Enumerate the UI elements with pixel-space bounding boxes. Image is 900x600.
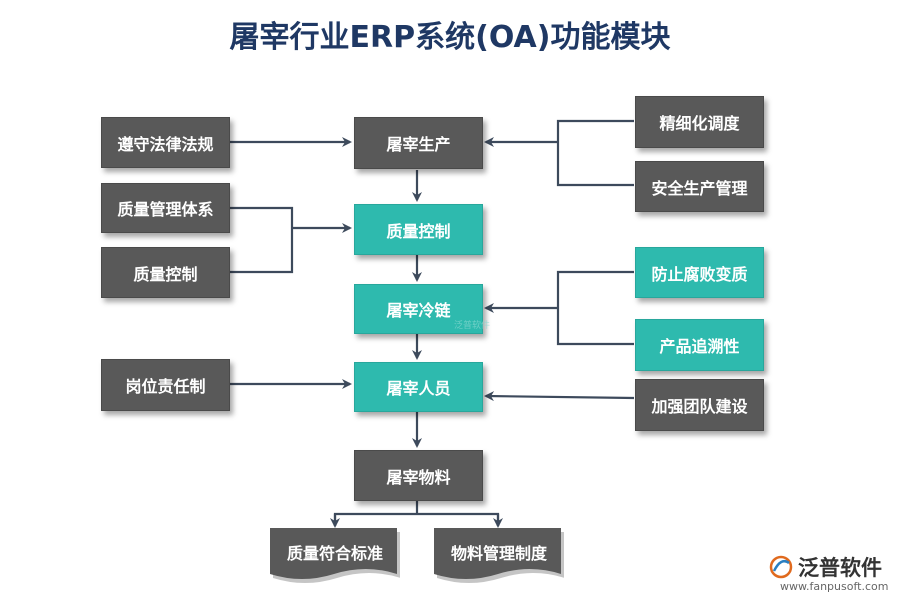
brand-url: www.fanpusoft.com <box>780 580 889 593</box>
node-quality-control: 质量控制 <box>354 204 483 255</box>
line-bottom-split <box>333 512 500 526</box>
arrow-team-to-personnel <box>484 391 635 402</box>
node-fine-dispatch: 精细化调度 <box>635 96 764 148</box>
node-prevent-spoilage: 防止腐败变质 <box>635 247 764 298</box>
doc-label: 物料管理制度 <box>450 544 547 563</box>
document-shape-icon <box>434 528 564 583</box>
document-shape-icon <box>270 528 400 583</box>
fanpu-logo-icon <box>769 555 793 579</box>
doc-quality-standard: 质量符合标准 <box>270 528 400 584</box>
node-slaughter-personnel: 屠宰人员 <box>354 362 483 412</box>
line-right-top-bracket <box>556 119 634 187</box>
brand-name: 泛普软件 <box>798 556 882 580</box>
node-law-compliance: 遵守法律法规 <box>101 117 230 168</box>
node-post-responsibility: 岗位责任制 <box>101 359 230 411</box>
node-left-quality-control: 质量控制 <box>101 247 230 298</box>
doc-label: 质量符合标准 <box>286 544 383 563</box>
watermark-text: 泛普软件 <box>454 321 491 331</box>
node-cold-chain: 屠宰冷链 <box>354 284 483 334</box>
line-right-mid-bracket <box>556 270 634 346</box>
node-traceability: 产品追溯性 <box>635 319 764 371</box>
line-quality-system <box>229 206 294 274</box>
doc-material-system: 物料管理制度 <box>434 528 564 584</box>
node-slaughter-production: 屠宰生产 <box>354 117 483 169</box>
node-team-building: 加强团队建设 <box>635 379 764 431</box>
node-quality-system: 质量管理体系 <box>101 183 230 233</box>
page-title: 屠宰行业ERP系统(OA)功能模块 <box>229 20 671 55</box>
brand-logo: 泛普软件 <box>768 552 882 582</box>
node-safety-management: 安全生产管理 <box>635 161 764 212</box>
node-slaughter-materials: 屠宰物料 <box>354 450 483 501</box>
